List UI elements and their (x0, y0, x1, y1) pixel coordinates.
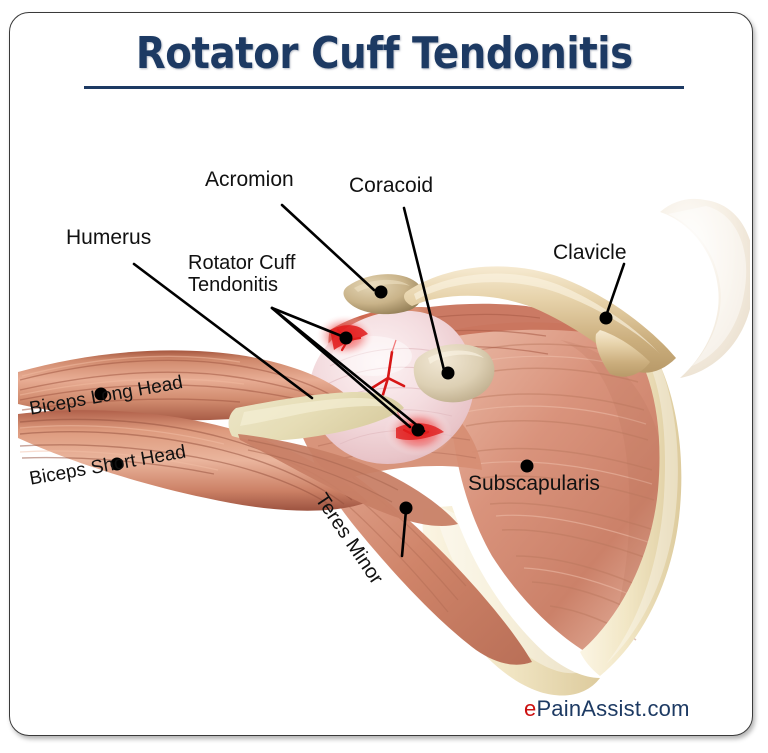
label-acromion: Acromion (205, 168, 294, 191)
watermark-text: PainAssist.com (536, 696, 690, 721)
watermark-accent: e (524, 696, 537, 721)
label-humerus: Humerus (66, 226, 152, 249)
label-rotator-cuff-tendonitis: Rotator Cuff Tendonitis (188, 252, 295, 297)
label-subscapularis: Subscapularis (468, 472, 600, 495)
label-rotator-cuff-line1: Rotator Cuff (188, 252, 296, 274)
site-watermark: ePainAssist.com (524, 696, 690, 722)
page-title: Rotator Cuff Tendonitis (135, 28, 633, 79)
title-underline (84, 86, 684, 89)
page-title-wrapper: Rotator Cuff Tendonitis (0, 28, 768, 79)
label-coracoid: Coracoid (349, 174, 434, 197)
label-rotator-cuff-line2: Tendonitis (188, 274, 279, 297)
label-clavicle: Clavicle (553, 241, 627, 264)
